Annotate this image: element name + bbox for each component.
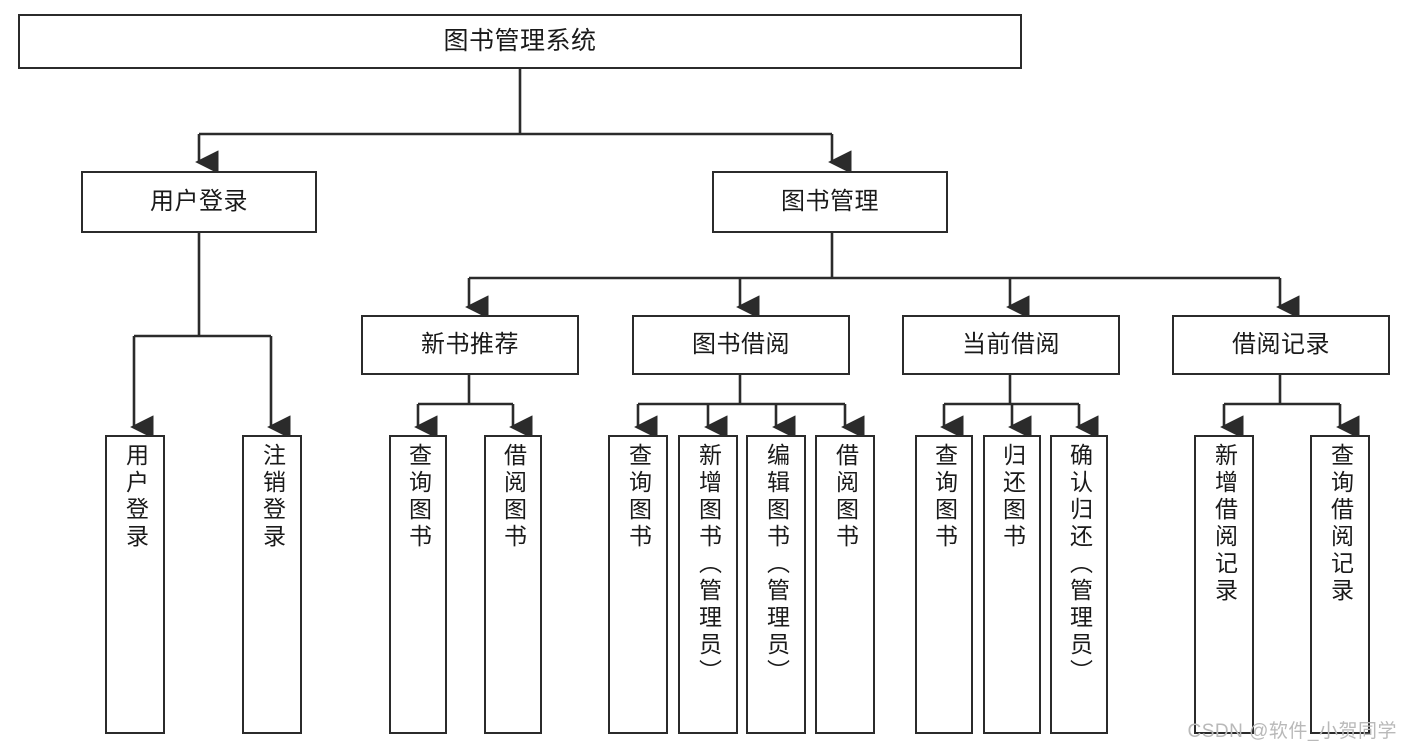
connectors-root <box>195 69 852 174</box>
node-label: 查询图书 <box>625 443 652 551</box>
node-leaf-query-book-1[interactable]: 查询图书 <box>389 435 447 734</box>
node-label: 注销登录 <box>259 443 286 551</box>
node-borrow-record[interactable]: 借阅记录 <box>1172 315 1390 375</box>
connectors-book-borrow <box>634 375 865 439</box>
node-user-login[interactable]: 用户登录 <box>81 171 317 233</box>
connectors-user-login <box>130 233 291 439</box>
node-label: 归还图书 <box>999 443 1026 551</box>
node-leaf-borrow-book-1[interactable]: 借阅图书 <box>484 435 542 734</box>
connectors-current-borrow <box>940 375 1099 439</box>
node-leaf-edit-book[interactable]: 编辑图书（管理员） <box>746 435 806 734</box>
node-label: 查询图书 <box>405 443 432 551</box>
node-leaf-query-record[interactable]: 查询借阅记录 <box>1310 435 1370 734</box>
node-new-book-rec[interactable]: 新书推荐 <box>361 315 579 375</box>
node-label: 图书管理系统 <box>443 27 597 55</box>
connectors-new-book-rec <box>414 375 533 439</box>
node-label: 查询图书 <box>931 443 958 551</box>
node-label: 新增图书（管理员） <box>695 443 722 686</box>
node-leaf-query-book-3[interactable]: 查询图书 <box>915 435 973 734</box>
node-label: 编辑图书（管理员） <box>763 443 790 686</box>
node-leaf-return-book[interactable]: 归还图书 <box>983 435 1041 734</box>
node-label: 借阅图书 <box>500 443 527 551</box>
node-label: 新增借阅记录 <box>1211 443 1238 605</box>
connectors-borrow-record <box>1220 375 1360 439</box>
node-leaf-user-login[interactable]: 用户登录 <box>105 435 165 734</box>
node-leaf-borrow-book-2[interactable]: 借阅图书 <box>815 435 875 734</box>
node-label: 借阅记录 <box>1232 331 1330 359</box>
node-current-borrow[interactable]: 当前借阅 <box>902 315 1120 375</box>
node-book-borrow[interactable]: 图书借阅 <box>632 315 850 375</box>
node-label: 新书推荐 <box>421 331 519 359</box>
node-root-system[interactable]: 图书管理系统 <box>18 14 1022 69</box>
watermark-text: CSDN @软件_小贺同学 <box>1187 721 1397 742</box>
node-leaf-user-logout[interactable]: 注销登录 <box>242 435 302 734</box>
node-leaf-add-book[interactable]: 新增图书（管理员） <box>678 435 738 734</box>
node-label: 用户登录 <box>122 443 149 551</box>
node-label: 图书借阅 <box>692 331 790 359</box>
connectors-book-manage <box>465 233 1300 319</box>
node-label: 查询借阅记录 <box>1327 443 1354 605</box>
node-label: 当前借阅 <box>962 331 1060 359</box>
node-book-manage[interactable]: 图书管理 <box>712 171 948 233</box>
node-label: 借阅图书 <box>832 443 859 551</box>
node-leaf-add-record[interactable]: 新增借阅记录 <box>1194 435 1254 734</box>
node-label: 用户登录 <box>150 188 248 216</box>
node-label: 图书管理 <box>781 188 879 216</box>
node-leaf-query-book-2[interactable]: 查询图书 <box>608 435 668 734</box>
node-label: 确认归还（管理员） <box>1066 443 1093 686</box>
node-leaf-confirm-return[interactable]: 确认归还（管理员） <box>1050 435 1108 734</box>
